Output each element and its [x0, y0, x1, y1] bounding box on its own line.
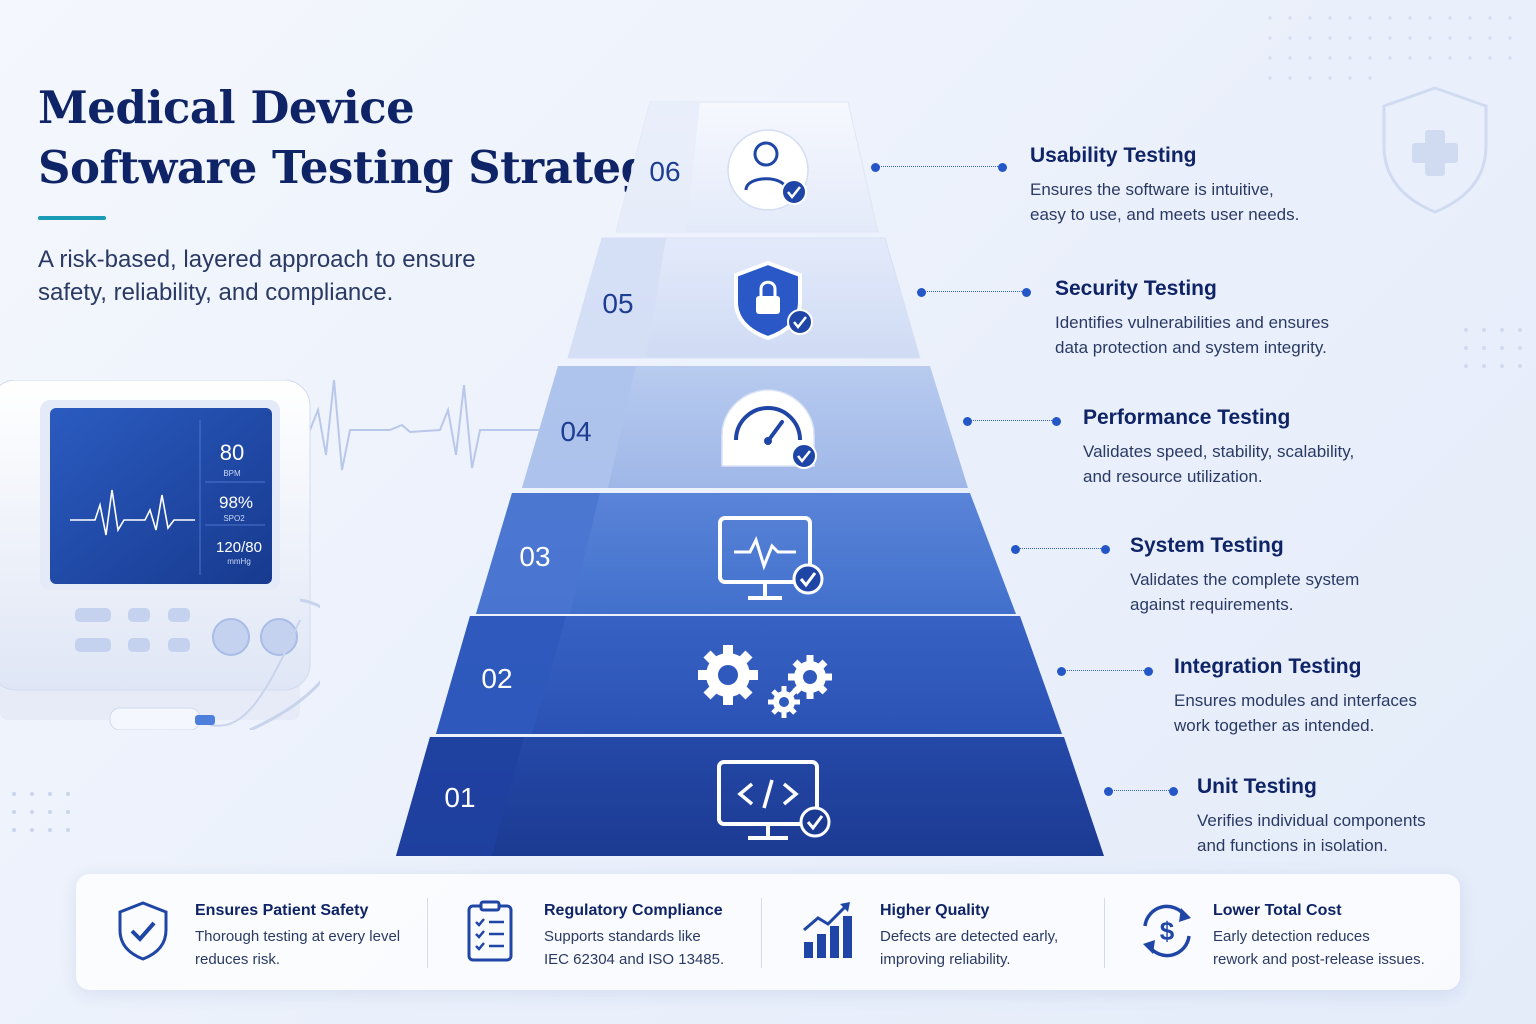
layer-label-04: Performance Testing Validates speed, sta…: [1083, 406, 1354, 489]
title-line-2: Software Testing Strategy: [38, 141, 678, 194]
pyramid-layer-03: [476, 493, 1016, 614]
layer-label-03: System Testing Validates the complete sy…: [1130, 534, 1359, 617]
title-line-1: Medical Device: [38, 81, 415, 134]
benefit-title: Regulatory Compliance: [544, 902, 723, 919]
layer-number-01: 01: [444, 782, 475, 813]
layer-description: Validates speed, stability, scalability,…: [1083, 442, 1355, 486]
layer-title: Unit Testing: [1197, 775, 1317, 798]
blood-pressure-unit: mmHg: [227, 557, 251, 566]
benefit-title: Higher Quality: [880, 902, 990, 919]
heart-rate-value: 80: [220, 440, 244, 465]
layer-number-04: 04: [560, 416, 591, 447]
connector-04: [963, 416, 1061, 426]
layer-number-05: 05: [602, 288, 633, 319]
benefit-description: Defects are detected early,improving rel…: [880, 928, 1059, 968]
pyramid-layer-02: [436, 616, 1062, 734]
shield-plus-watermark-icon: [1382, 86, 1488, 214]
pyramid-layer-04: [522, 366, 968, 488]
layer-label-01: Unit Testing Verifies individual compone…: [1197, 775, 1426, 858]
connector-03: [1011, 544, 1110, 554]
benefit-higher-quality: Higher Quality Defects are detected earl…: [762, 874, 1102, 990]
benefits-bar: Ensures Patient Safety Thorough testing …: [76, 874, 1460, 990]
user-check-icon: [727, 129, 809, 211]
connector-02: [1057, 666, 1153, 676]
heart-rate-unit: BPM: [223, 469, 241, 478]
layer-number-02: 02: [481, 663, 512, 694]
connector-05: [917, 287, 1031, 297]
monitor-pulse-icon: [718, 516, 824, 600]
page-subtitle: A risk-based, layered approach to ensure…: [38, 243, 538, 309]
benefit-title: Ensures Patient Safety: [195, 902, 369, 919]
pyramid-layer-05: [567, 237, 921, 359]
benefit-title: Lower Total Cost: [1213, 902, 1342, 919]
benefit-patient-safety: Ensures Patient Safety Thorough testing …: [76, 874, 426, 990]
gears-icon: [698, 645, 832, 718]
layer-title: Integration Testing: [1174, 655, 1362, 678]
svg-text:$: $: [1160, 916, 1175, 946]
shield-lock-icon: [734, 260, 813, 341]
layer-description: Ensures the software is intuitive,easy t…: [1030, 180, 1300, 224]
layer-label-06: Usability Testing Ensures the software i…: [1030, 144, 1299, 227]
pyramid-layer-01: [396, 737, 1104, 856]
layer-label-05: Security Testing Identifies vulnerabilit…: [1055, 277, 1329, 360]
checklist-icon: [467, 900, 513, 962]
growth-chart-icon: [803, 902, 852, 958]
benefit-regulatory-compliance: Regulatory Compliance Supports standards…: [428, 874, 760, 990]
subtitle-line-2: safety, reliability, and compliance.: [38, 279, 394, 306]
ecg-background-trace: [280, 379, 540, 471]
blood-pressure-value: 120/80: [216, 539, 262, 556]
dollar-cycle-icon: $: [1143, 904, 1191, 958]
layer-title: System Testing: [1130, 534, 1284, 557]
spo2-unit: SPO2: [223, 514, 245, 523]
page-title: Medical Device Software Testing Strategy: [38, 78, 678, 198]
title-underline: [38, 216, 106, 220]
connector-01: [1104, 786, 1178, 796]
benefit-divider: [761, 898, 762, 968]
benefit-divider: [427, 898, 428, 968]
dot-grid-decoration-top-right: [1268, 16, 1512, 80]
gauge-icon: [721, 389, 817, 469]
dot-grid-decoration-left: [12, 792, 70, 832]
layer-number-03: 03: [519, 541, 550, 572]
code-monitor-icon: [717, 760, 831, 840]
layer-title: Performance Testing: [1083, 406, 1291, 429]
layer-title: Security Testing: [1055, 277, 1217, 300]
dot-grid-decoration-right: [1464, 328, 1522, 368]
benefit-divider: [1104, 898, 1105, 968]
connector-06: [871, 162, 1007, 172]
subtitle-line-1: A risk-based, layered approach to ensure: [38, 246, 476, 273]
spo2-value: 98%: [219, 493, 253, 512]
shield-check-icon: [118, 901, 168, 961]
patient-monitor-illustration: 80 BPM 98% SPO2 120/80 mmHg: [0, 380, 320, 730]
layer-title: Usability Testing: [1030, 144, 1197, 167]
benefit-lower-total-cost: $ Lower Total Cost Early detection reduc…: [1105, 874, 1460, 990]
layer-label-02: Integration Testing Ensures modules and …: [1174, 655, 1417, 738]
